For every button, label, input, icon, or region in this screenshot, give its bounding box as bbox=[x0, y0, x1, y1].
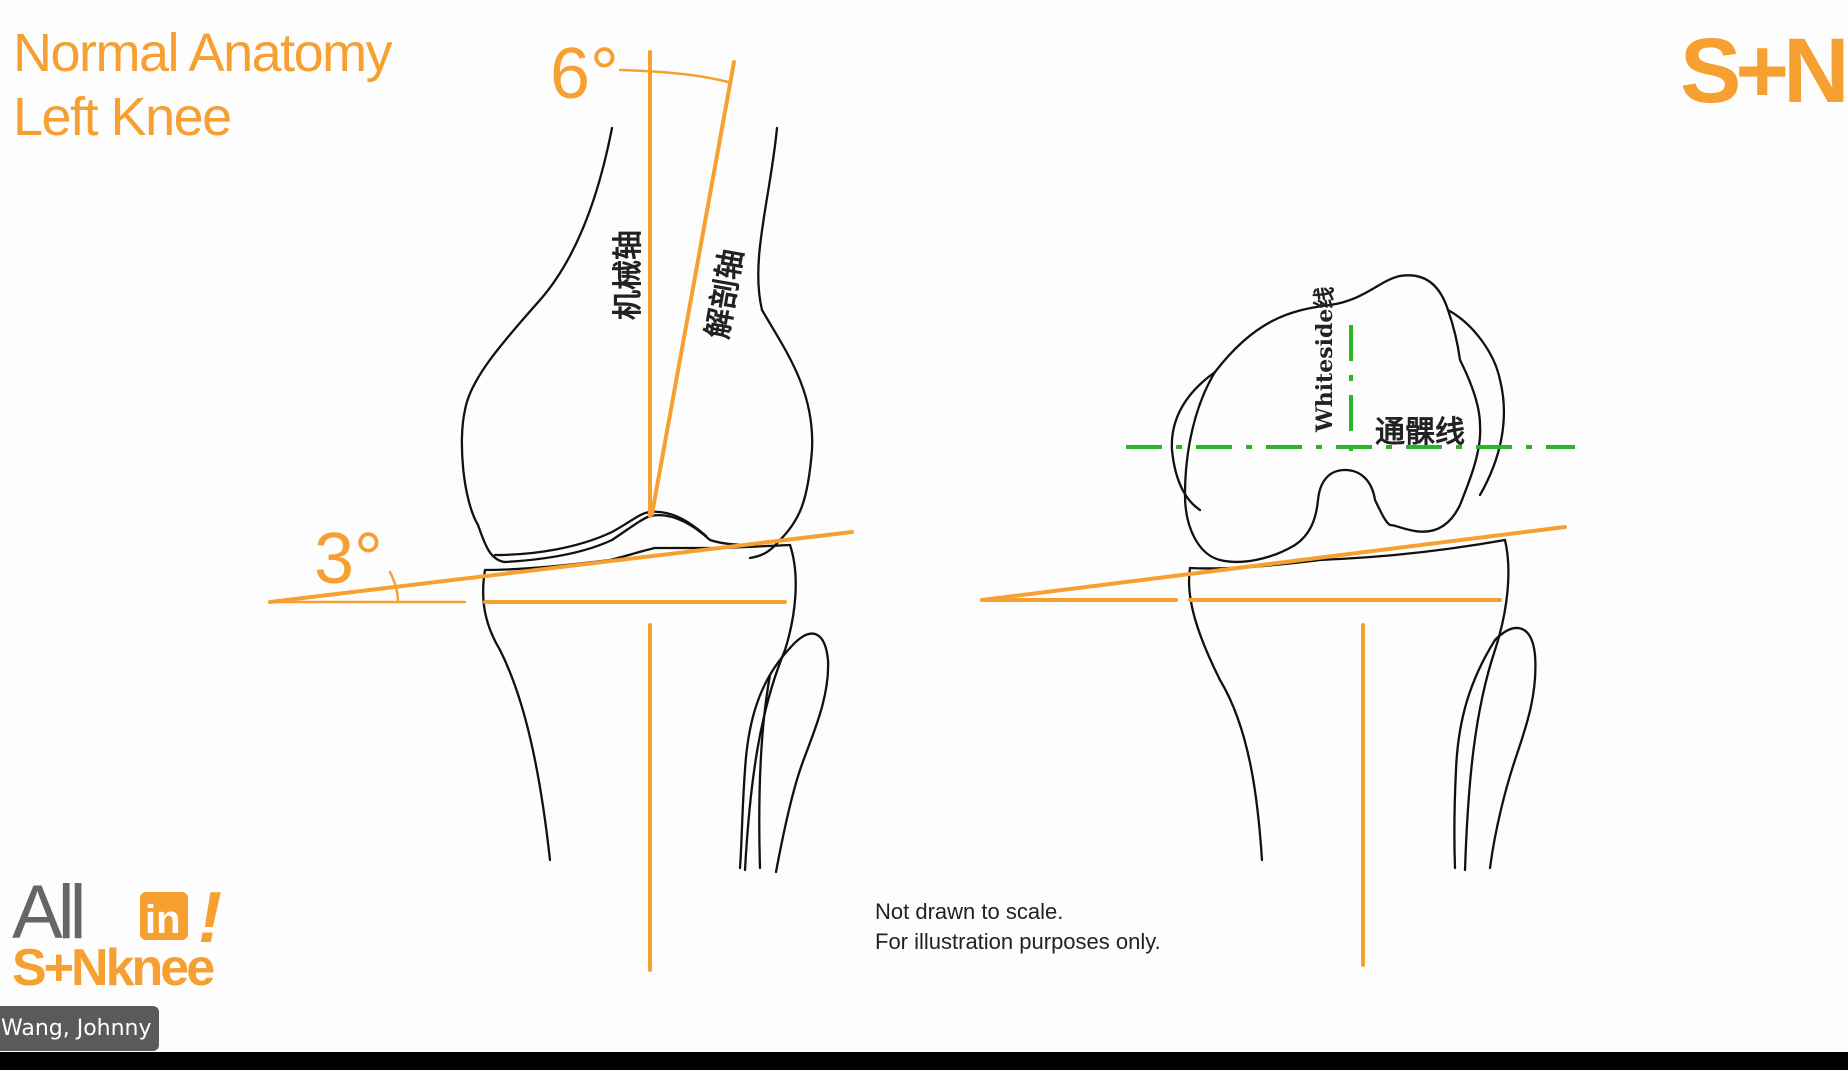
left-fibula-inner2 bbox=[758, 673, 772, 870]
logo-snknee-text: S+Nknee bbox=[12, 939, 214, 997]
left-joint-line-oblique bbox=[268, 530, 854, 604]
left-tibia-left bbox=[482, 568, 552, 862]
logo-exclaim-text: ! bbox=[198, 878, 222, 958]
angle-label-6: 6° bbox=[550, 34, 619, 114]
logo-in-text: in bbox=[145, 898, 181, 942]
anatomical-axis-line bbox=[650, 60, 736, 516]
slide-title-line2: Left Knee bbox=[13, 87, 232, 147]
sn-logo-text: S+N bbox=[1680, 20, 1844, 122]
right-femur-lateral-lobe bbox=[1170, 370, 1217, 512]
left-femur-condyles-inner bbox=[493, 510, 708, 557]
right-tibia-right bbox=[1463, 538, 1510, 872]
all-in-snknee-logo: All in ! S+Nknee bbox=[12, 870, 222, 997]
transepicondylar-label: 通髁线 bbox=[1375, 415, 1465, 450]
right-fibula-outer bbox=[1488, 626, 1537, 870]
right-femur-outline bbox=[1183, 274, 1482, 564]
angle-label-3: 3° bbox=[314, 519, 383, 599]
anatomical-axis-label: 解剖轴 bbox=[700, 247, 750, 342]
right-tibia-left bbox=[1187, 566, 1264, 862]
right-femur-medial-lobe bbox=[1446, 308, 1506, 497]
left-femur-shaft-right bbox=[748, 126, 814, 560]
participant-name-tag: Wang, Johnny bbox=[0, 1006, 159, 1051]
disclaimer-line2: For illustration purposes only. bbox=[875, 929, 1161, 954]
video-bottom-bar bbox=[0, 1052, 1848, 1070]
logo-all-text: All bbox=[12, 870, 82, 955]
angle-arc-6 bbox=[618, 68, 730, 84]
left-femur-shaft-left bbox=[460, 126, 614, 564]
angle-arc-3 bbox=[388, 570, 400, 604]
slide-title-line1: Normal Anatomy bbox=[13, 23, 393, 83]
disclaimer-line1: Not drawn to scale. bbox=[875, 899, 1064, 924]
right-joint-line-oblique bbox=[980, 525, 1567, 602]
logo-in-box bbox=[140, 892, 188, 940]
left-tibia-right bbox=[743, 543, 797, 872]
sn-logo: S+N bbox=[1680, 20, 1848, 122]
whiteside-label: Whiteside线 bbox=[1312, 287, 1338, 433]
left-fibula-outer bbox=[774, 632, 830, 874]
mechanical-axis-label: 机械轴 bbox=[611, 230, 646, 320]
right-fibula-inner bbox=[1453, 638, 1497, 870]
